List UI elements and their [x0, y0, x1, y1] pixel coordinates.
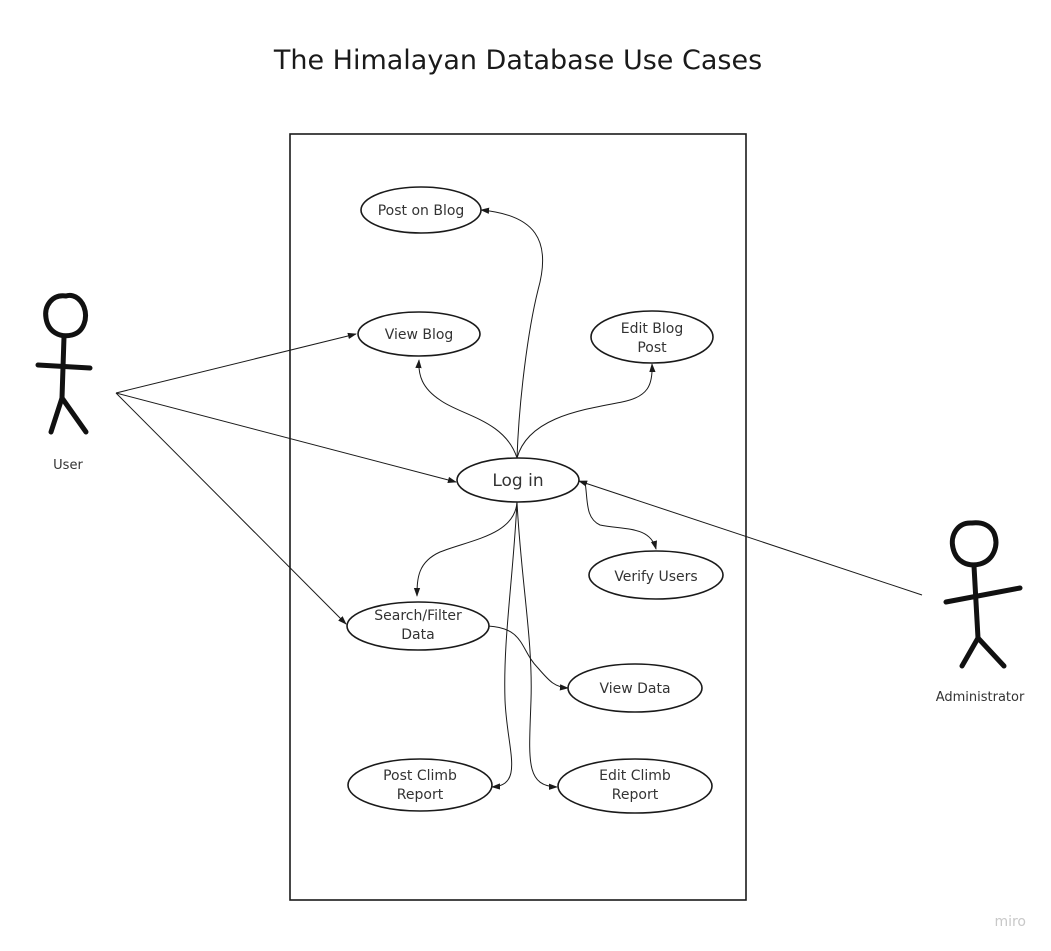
connector-user-log-in — [115, 392, 457, 483]
connector-login-search-filter — [413, 501, 518, 597]
connector-login-post-climb-report — [491, 501, 518, 790]
connector-login-edit-blog-post — [516, 363, 656, 459]
use-case-label-line-1: Edit Blog — [621, 321, 684, 337]
use-case-edit-climb-report: Edit Climb Report — [557, 758, 713, 814]
system-boundary — [289, 133, 747, 901]
miro-watermark: miro — [994, 914, 1026, 930]
use-case-label: Verify Users — [614, 569, 697, 585]
use-case-ellipse — [590, 310, 714, 364]
use-case-label-line-2: Report — [612, 787, 659, 803]
use-case-ellipse — [360, 186, 482, 234]
diagram-title: The Himalayan Database Use Cases — [273, 45, 762, 76]
connector-login-edit-climb-report — [516, 501, 558, 790]
use-case-ellipse — [567, 663, 703, 713]
actor-administrator: Administrator — [936, 520, 1025, 705]
connector-login-verify-users — [584, 481, 657, 550]
connector-admin-log-in — [578, 480, 923, 596]
use-case-ellipse — [347, 758, 493, 812]
stick-figure-icon — [35, 292, 93, 435]
use-case-label-line-1: Post Climb — [383, 768, 457, 784]
use-case-label: Log in — [492, 471, 543, 491]
use-case-post-climb-report: Post Climb Report — [347, 758, 493, 812]
use-case-ellipse — [456, 457, 580, 503]
use-case-post-on-blog: Post on Blog — [360, 186, 482, 234]
use-case-label: View Data — [599, 681, 670, 697]
use-case-ellipse — [357, 311, 481, 357]
use-case-label-line-2: Data — [401, 627, 434, 643]
connector-user-search-filter — [115, 392, 347, 625]
stick-figure-icon — [943, 520, 1023, 669]
use-case-label-line-2: Report — [397, 787, 444, 803]
use-case-edit-blog-post: Edit Blog Post — [590, 310, 714, 364]
connector-user-view-blog — [115, 332, 357, 394]
use-case-label: View Blog — [385, 327, 454, 343]
use-case-label-line-1: Edit Climb — [599, 768, 671, 784]
use-case-label-line-2: Post — [637, 340, 667, 356]
use-case-view-blog: View Blog — [357, 311, 481, 357]
connector-search-filter-view-data — [487, 625, 569, 691]
use-case-label: Post on Blog — [378, 203, 465, 219]
actor-label: Administrator — [936, 690, 1025, 705]
actor-user: User — [35, 292, 93, 473]
actor-label: User — [53, 458, 83, 473]
use-case-search-filter-data: Search/Filter Data — [346, 601, 490, 651]
use-case-log-in: Log in — [456, 457, 580, 503]
use-case-label-line-1: Search/Filter — [374, 608, 462, 624]
use-case-ellipse — [346, 601, 490, 651]
use-case-verify-users: Verify Users — [588, 550, 724, 600]
connector-login-view-blog — [415, 359, 518, 459]
use-case-ellipse — [557, 758, 713, 814]
use-case-ellipse — [588, 550, 724, 600]
connectors — [115, 207, 923, 790]
connector-login-post-on-blog — [480, 207, 544, 459]
use-case-view-data: View Data — [567, 663, 703, 713]
